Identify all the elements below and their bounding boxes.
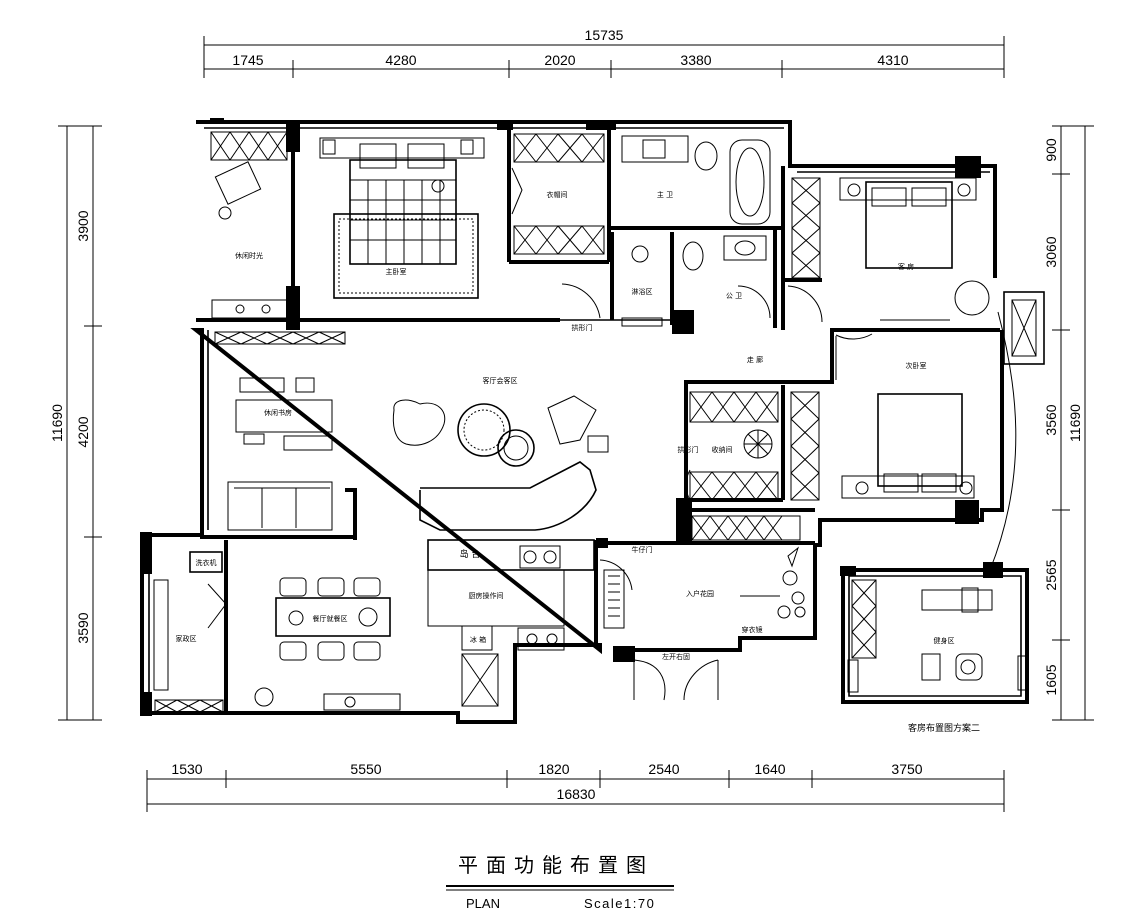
study-furniture xyxy=(227,377,333,531)
plan-label: PLAN xyxy=(466,896,500,911)
master-bath-fixtures xyxy=(621,135,771,225)
left-dim-3: 3590 xyxy=(75,612,91,643)
interior-walls xyxy=(196,128,1000,713)
top-total-dim: 15735 xyxy=(585,27,624,43)
guest-bed xyxy=(839,177,990,321)
master-bath-label: 主 卫 xyxy=(657,190,673,199)
right-dim-1: 900 xyxy=(1043,138,1059,162)
public-bath-fixtures xyxy=(682,235,767,271)
leisure-room-furniture xyxy=(211,161,289,319)
right-dim-2: 3060 xyxy=(1043,236,1059,267)
fridge-label: 冰 箱 xyxy=(470,635,486,644)
laundry-furniture xyxy=(153,551,223,691)
storage-ornament xyxy=(743,429,773,459)
left-total-dim: 11690 xyxy=(49,404,65,442)
guest-scheme-note: 客房布置图方案二 xyxy=(908,722,980,734)
island-label: 岛 台 xyxy=(460,548,481,560)
bottom-dim-3: 1820 xyxy=(538,761,569,777)
scale-label: Scale1:70 xyxy=(584,896,655,911)
shower-fixtures xyxy=(621,245,663,327)
entry-garden-label: 入户花园 xyxy=(686,589,714,598)
door-swings xyxy=(207,167,1017,629)
drawing-title: 平面功能布置图 xyxy=(458,853,654,877)
dining-furniture xyxy=(254,577,401,711)
second-bed xyxy=(841,393,975,499)
wardrobe-cabinets xyxy=(154,131,877,713)
laundry-label: 洗衣机 xyxy=(196,558,217,567)
right-total-dim: 11690 xyxy=(1067,404,1083,442)
arc-door-1-label: 拱形门 xyxy=(572,323,593,332)
bottom-dim-2: 5550 xyxy=(350,761,381,777)
shower-label: 淋浴区 xyxy=(632,287,653,296)
mirror-label: 穿衣镜 xyxy=(742,625,763,634)
storage-label: 收纳间 xyxy=(712,445,733,454)
entry-doors xyxy=(633,659,719,701)
top-dim-3: 2020 xyxy=(544,52,575,68)
second-bedroom-label: 次卧室 xyxy=(906,361,927,370)
leisure-room-label: 休闲时光 xyxy=(235,251,263,260)
bottom-dim-1: 1530 xyxy=(171,761,202,777)
master-bedroom-label: 主卧室 xyxy=(386,267,407,276)
left-dim-1: 3900 xyxy=(75,210,91,241)
double-door-label: 左开右固 xyxy=(662,652,690,661)
exterior-walls xyxy=(140,120,1004,724)
guest-room-label: 客 房 xyxy=(898,262,914,271)
bottom-dim-4: 2540 xyxy=(648,761,679,777)
master-bed xyxy=(319,137,485,299)
living-furniture xyxy=(392,395,609,531)
top-dim-5: 4310 xyxy=(877,52,908,68)
corridor-label: 走 廊 xyxy=(747,355,763,364)
public-bath-label: 公 卫 xyxy=(726,292,742,300)
top-dimension-chain: 15735 1745 4280 2020 3380 4310 xyxy=(203,27,1005,78)
cowboy-door-label: 牛仔门 xyxy=(632,545,653,554)
kitchen-label: 厨房操作间 xyxy=(469,591,504,600)
top-dim-2: 4280 xyxy=(385,52,416,68)
top-dim-4: 3380 xyxy=(680,52,711,68)
top-dim-1: 1745 xyxy=(232,52,263,68)
gym-plan xyxy=(840,562,1029,704)
housework-label: 家政区 xyxy=(176,634,197,643)
bottom-dim-5: 1640 xyxy=(754,761,785,777)
title-block: 平面功能布置图 PLAN Scale1:70 xyxy=(446,853,674,911)
right-dim-5: 1605 xyxy=(1043,664,1059,695)
arc-door-2-label: 拱形门 xyxy=(678,445,699,454)
kitchen-furniture xyxy=(427,539,595,707)
study-label: 休闲书房 xyxy=(264,408,292,417)
dining-label: 餐厅就餐区 xyxy=(313,614,348,623)
bottom-total-dim: 16830 xyxy=(557,786,596,802)
right-dim-3: 3560 xyxy=(1043,404,1059,435)
cloakroom-label: 衣帽间 xyxy=(547,190,568,199)
bottom-dimension-chain: 1530 5550 1820 2540 1640 3750 16830 xyxy=(146,761,1005,812)
bottom-dim-6: 3750 xyxy=(891,761,922,777)
right-dimension-chain: 900 3060 3560 2565 1605 11690 xyxy=(1043,125,1094,721)
entry-garden-furniture xyxy=(603,546,806,629)
left-dimension-chain: 11690 3900 4200 3590 xyxy=(49,125,102,721)
left-dim-2: 4200 xyxy=(75,416,91,447)
balcony-window xyxy=(1003,291,1045,365)
gym-label: 健身区 xyxy=(934,636,955,645)
right-dim-4: 2565 xyxy=(1043,559,1059,590)
living-area-label: 客厅会客区 xyxy=(483,376,518,385)
